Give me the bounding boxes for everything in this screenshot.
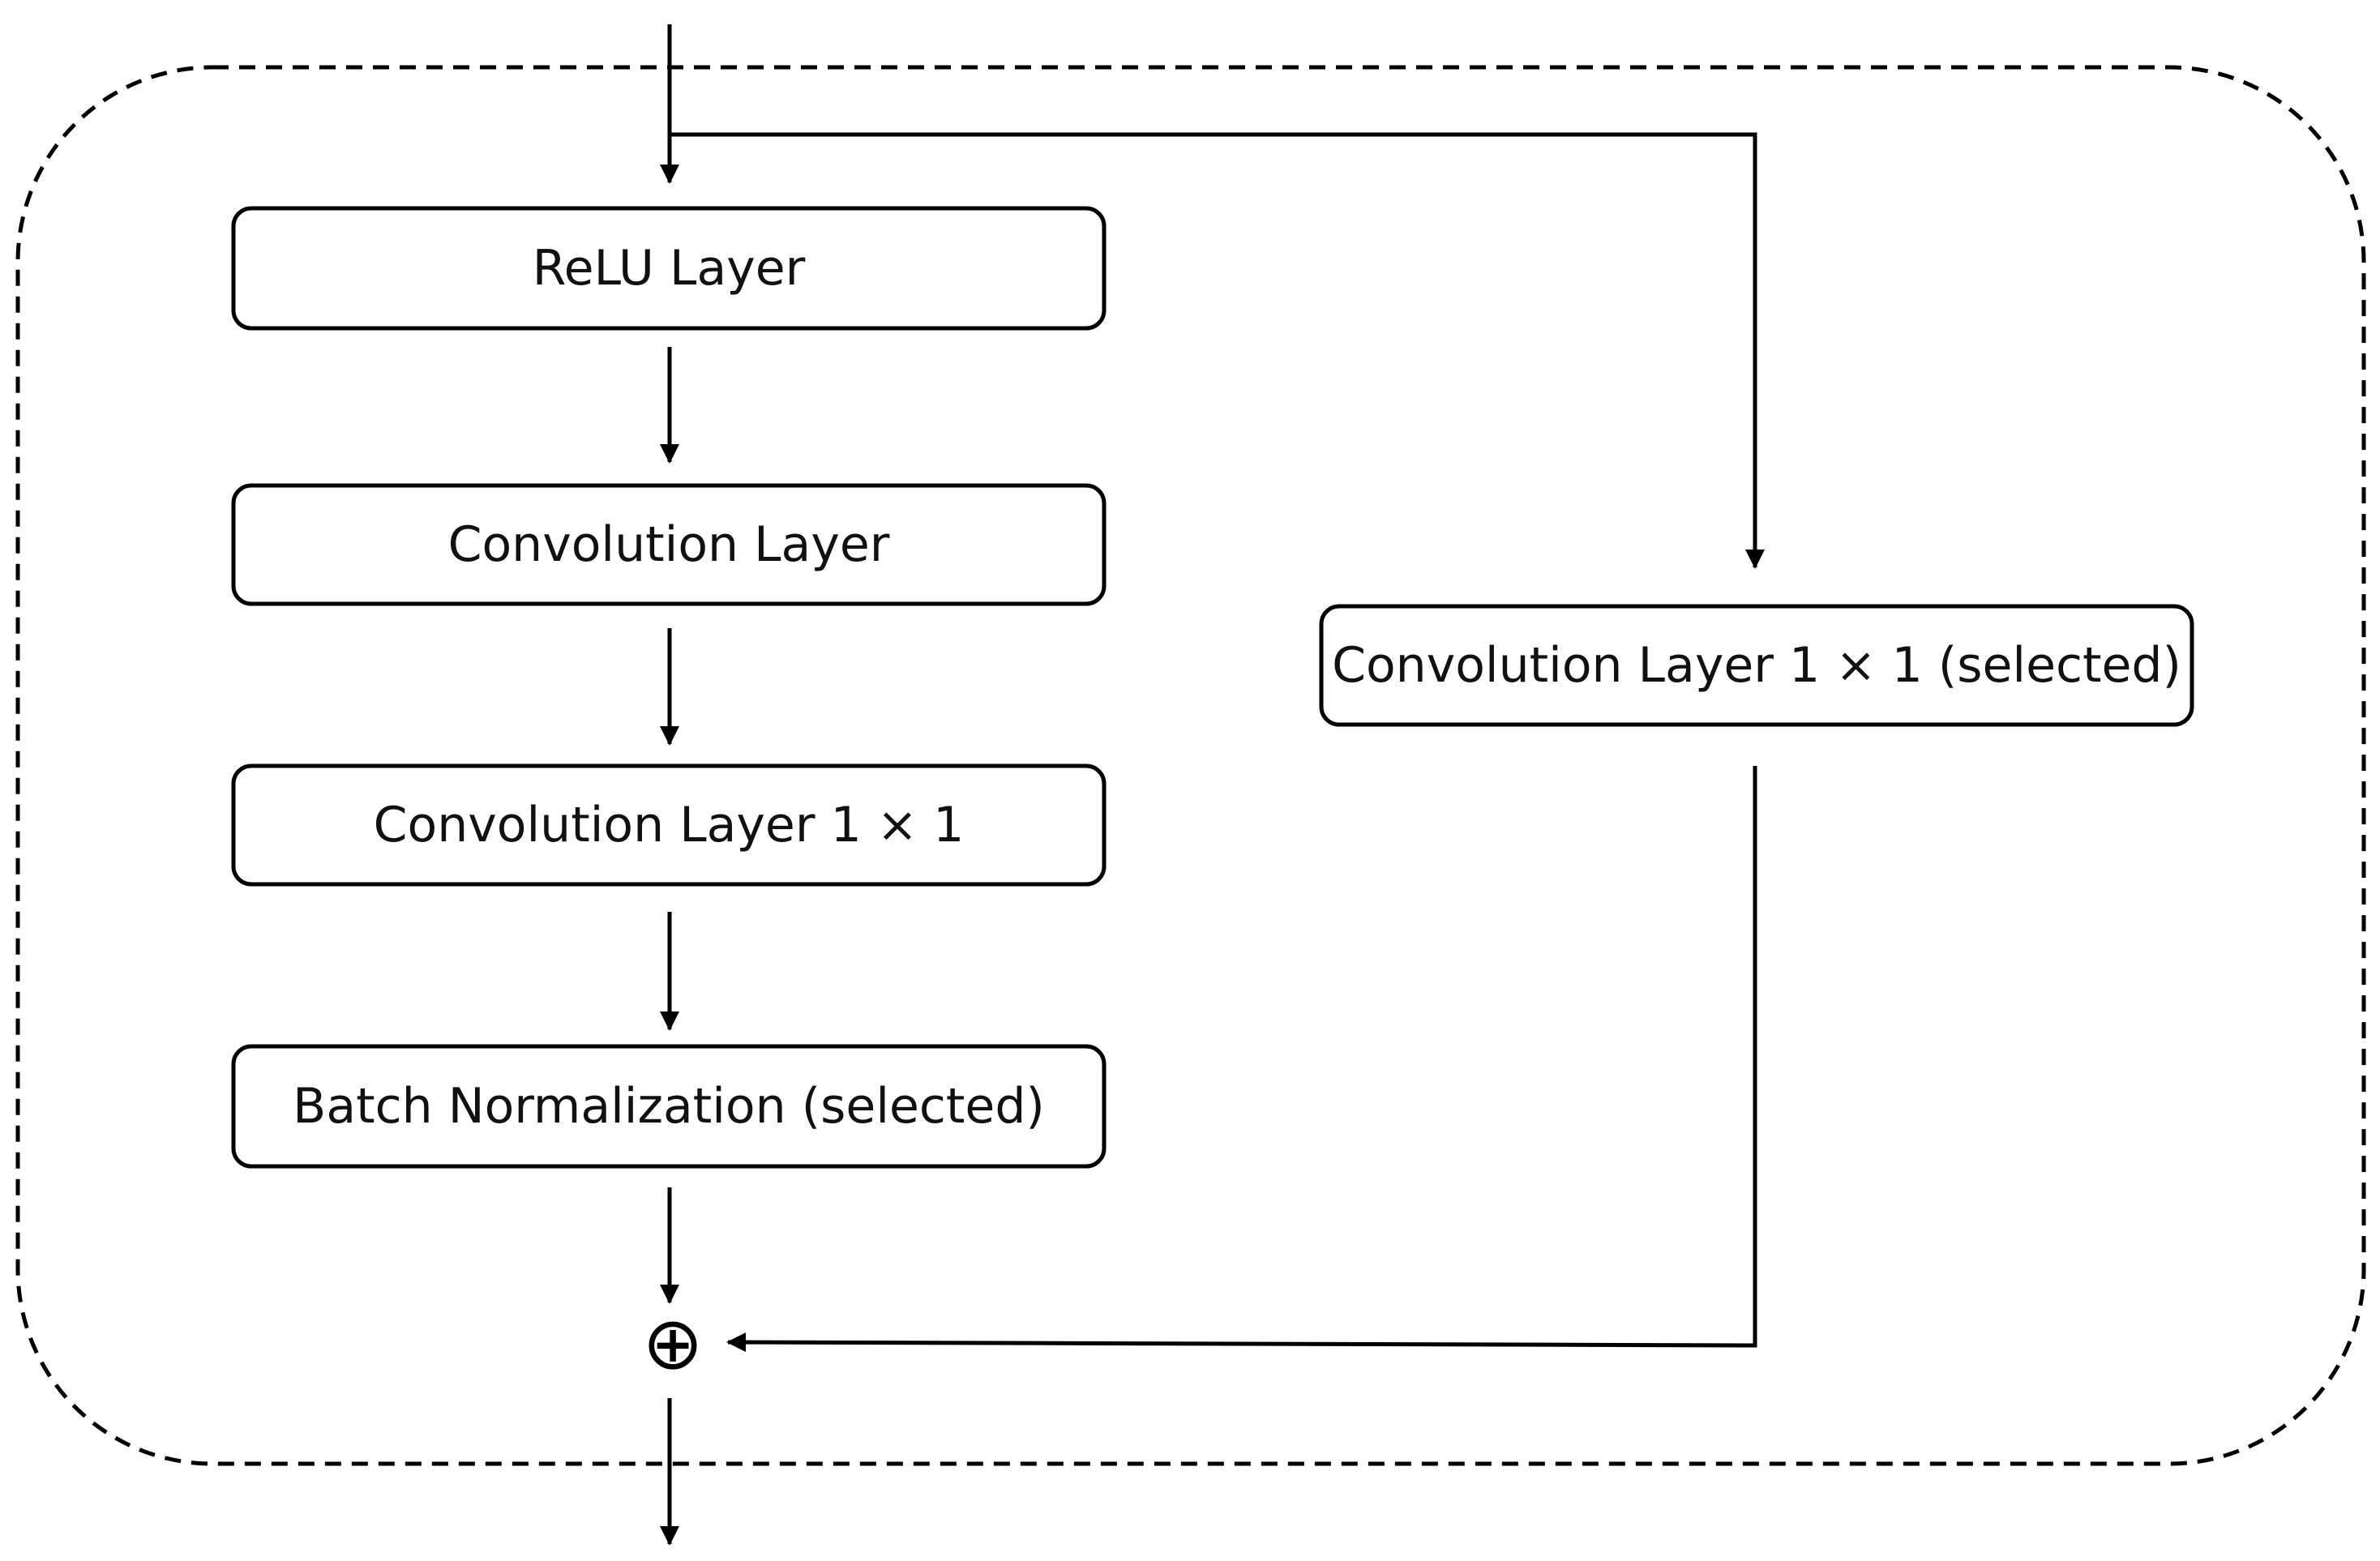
node-batch-norm-label: Batch Normalization (selected) (293, 1078, 1045, 1135)
node-relu: ReLU Layer (231, 206, 1107, 331)
node-batch-norm: Batch Normalization (selected) (231, 1044, 1107, 1169)
block-boundary (15, 65, 2366, 1466)
edge-shortcut-sum (726, 766, 1757, 1353)
node-conv: Convolution Layer (231, 483, 1107, 606)
edges (660, 24, 1765, 1546)
node-conv1x1: Convolution Layer 1 × 1 (231, 763, 1107, 887)
node-relu-label: ReLU Layer (533, 240, 806, 297)
node-sum: ⊕ (642, 1302, 703, 1387)
edge-input-shortcut (670, 132, 1765, 569)
node-shortcut-conv: Convolution Layer 1 × 1 (selected) (1319, 604, 2194, 727)
node-shortcut-conv-label: Convolution Layer 1 × 1 (selected) (1332, 637, 2181, 694)
sum-operator-icon: ⊕ (642, 1302, 703, 1387)
node-conv-label: Convolution Layer (448, 516, 890, 573)
node-conv1x1-label: Convolution Layer 1 × 1 (374, 797, 965, 853)
